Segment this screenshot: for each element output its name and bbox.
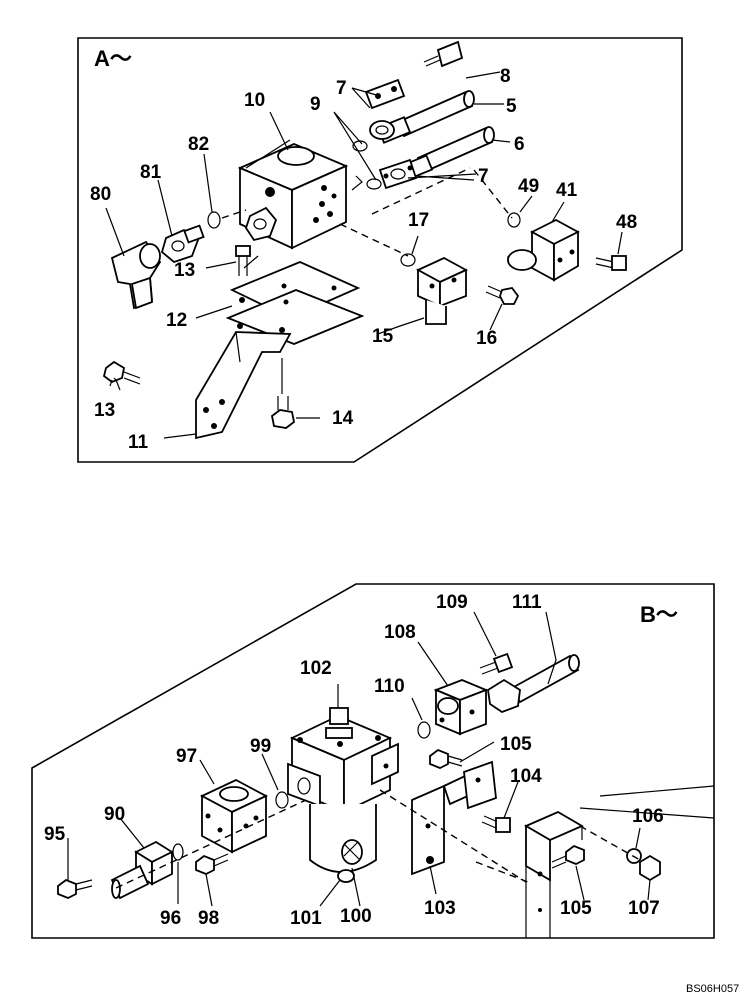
bolt-14 [271, 358, 295, 429]
label-6: 6 [514, 134, 525, 155]
o-ring-99 [275, 791, 289, 809]
label-99: 99 [250, 736, 271, 757]
axis-line-a4 [473, 169, 513, 219]
label-98: 98 [198, 908, 219, 929]
label-97: 97 [176, 746, 197, 767]
block-41 [507, 218, 580, 282]
panel-b: B～ [31, 583, 715, 939]
label-14: 14 [332, 408, 354, 429]
label-110: 110 [374, 676, 405, 697]
panel-a-title: A～ [94, 46, 132, 71]
o-ring-110 [417, 721, 431, 739]
label-7-upper: 7 [336, 78, 347, 99]
nut-107 [639, 854, 661, 882]
label-10: 10 [244, 90, 265, 111]
label-7-lower: 7 [478, 166, 489, 187]
label-41: 41 [556, 180, 578, 201]
label-109: 109 [436, 592, 468, 613]
mounting-plate [524, 785, 715, 938]
panel-a-leaders [105, 71, 623, 439]
bolt-13-lower [102, 360, 141, 385]
bolt-98 [195, 853, 229, 875]
label-17: 17 [408, 210, 429, 231]
label-80: 80 [90, 184, 111, 205]
bolt-104 [481, 815, 511, 833]
label-81: 81 [140, 162, 162, 183]
label-13-upper: 13 [174, 260, 195, 281]
label-12: 12 [166, 310, 187, 331]
label-11: 11 [128, 432, 149, 453]
label-96: 96 [160, 908, 181, 929]
label-111: 111 [512, 592, 542, 613]
label-5: 5 [506, 96, 517, 117]
bolt-13-upper [235, 245, 251, 276]
label-8: 8 [500, 66, 511, 87]
label-106: 106 [632, 806, 664, 827]
label-105-lower: 105 [560, 898, 592, 919]
flange-7-lower [378, 158, 418, 190]
label-100: 100 [340, 906, 372, 927]
fitting-on-block [245, 206, 278, 242]
elbow-80 [110, 240, 162, 310]
panel-a-frame [77, 37, 683, 463]
axis-line-b2 [379, 789, 527, 883]
label-105-upper: 105 [500, 734, 532, 755]
panel-a: A～ [77, 37, 683, 463]
gasket-12 [225, 261, 365, 345]
label-107: 107 [628, 898, 660, 919]
hose-111 [487, 654, 580, 714]
filter-assembly-100 [287, 707, 399, 883]
bolt-16 [485, 285, 520, 305]
panel-b-frame [31, 583, 715, 939]
label-82: 82 [188, 134, 209, 155]
o-ring-17 [400, 253, 416, 267]
panel-b-title: B～ [640, 602, 678, 627]
label-90: 90 [104, 804, 125, 825]
axis-line-a1 [221, 209, 247, 219]
label-48: 48 [616, 212, 637, 233]
bolt-105-upper [429, 748, 463, 769]
label-13-lower: 13 [94, 400, 115, 421]
bolt-8 [423, 40, 464, 68]
axis-line-b1 [115, 799, 307, 889]
bolt-95 [57, 878, 93, 899]
o-ring-49 [507, 212, 521, 228]
block-97 [199, 778, 269, 854]
block-15 [415, 256, 469, 325]
flange-7-upper [364, 78, 406, 140]
hose-6 [401, 126, 495, 181]
o-ring-82 [207, 211, 221, 229]
bolt-48 [595, 255, 627, 271]
label-49: 49 [518, 176, 539, 197]
axis-line-b4 [475, 861, 529, 883]
label-101: 101 [290, 908, 322, 929]
label-16: 16 [476, 328, 497, 349]
drawing-code: BS06H057 [686, 983, 739, 995]
bolt-109 [479, 652, 514, 675]
axis-line-a5 [243, 255, 259, 269]
bracket-103 [411, 760, 497, 876]
o-ring-9-lower [366, 178, 382, 190]
adapter-81 [160, 224, 205, 264]
flange-108 [433, 679, 489, 736]
label-9: 9 [310, 94, 321, 115]
label-104: 104 [510, 766, 542, 787]
bracket-11 [195, 331, 292, 440]
label-102: 102 [300, 658, 332, 679]
flange-90 [110, 840, 174, 900]
label-108: 108 [384, 622, 416, 643]
o-ring-96 [172, 843, 184, 861]
label-95: 95 [44, 824, 66, 845]
label-103: 103 [424, 898, 456, 919]
panel-b-leaders [67, 611, 651, 907]
bolt-105-lower [551, 844, 585, 869]
label-15: 15 [372, 326, 394, 347]
axis-line-a2 [339, 223, 409, 257]
